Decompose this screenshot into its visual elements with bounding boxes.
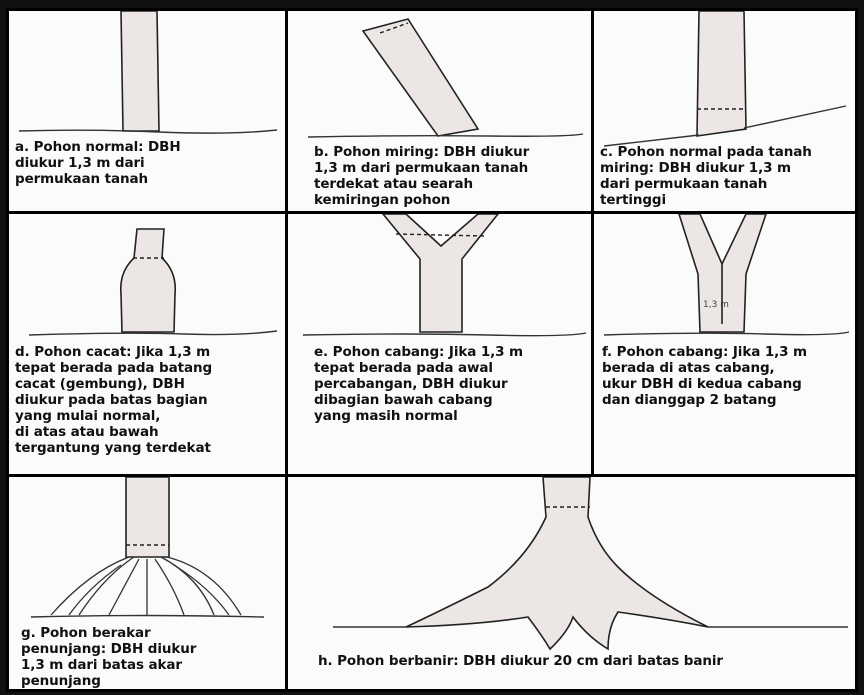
panel-g: g. Pohon berakar penunjang: DBH diukur 1… bbox=[9, 477, 285, 689]
panel-f-label: 1,3 m bbox=[703, 300, 729, 310]
caption-c: c. Pohon normal pada tanah miring: DBH d… bbox=[600, 144, 812, 208]
panel-f: 1,3 m f. Pohon cabang: Jika 1,3 m berada… bbox=[594, 214, 855, 474]
caption-d: d. Pohon cacat: Jika 1,3 m tepat berada … bbox=[15, 344, 212, 456]
panel-b: b. Pohon miring: DBH diukur 1,3 m dari p… bbox=[288, 11, 591, 211]
caption-f: f. Pohon cabang: Jika 1,3 m berada di at… bbox=[602, 344, 807, 408]
panel-d: d. Pohon cacat: Jika 1,3 m tepat berada … bbox=[9, 214, 285, 474]
panel-c: c. Pohon normal pada tanah miring: DBH d… bbox=[594, 11, 855, 211]
panel-h: h. Pohon berbanir: DBH diukur 20 cm dari… bbox=[288, 477, 855, 689]
caption-e: e. Pohon cabang: Jika 1,3 m tepat berada… bbox=[314, 344, 523, 424]
panel-e: e. Pohon cabang: Jika 1,3 m tepat berada… bbox=[288, 214, 591, 474]
caption-g: g. Pohon berakar penunjang: DBH diukur 1… bbox=[21, 625, 196, 689]
caption-h: h. Pohon berbanir: DBH diukur 20 cm dari… bbox=[318, 653, 723, 669]
caption-a: a. Pohon normal: DBH diukur 1,3 m dari p… bbox=[15, 139, 181, 187]
caption-b: b. Pohon miring: DBH diukur 1,3 m dari p… bbox=[314, 144, 529, 208]
panel-a: a. Pohon normal: DBH diukur 1,3 m dari p… bbox=[9, 11, 285, 211]
diagram-frame: a. Pohon normal: DBH diukur 1,3 m dari p… bbox=[6, 8, 858, 692]
